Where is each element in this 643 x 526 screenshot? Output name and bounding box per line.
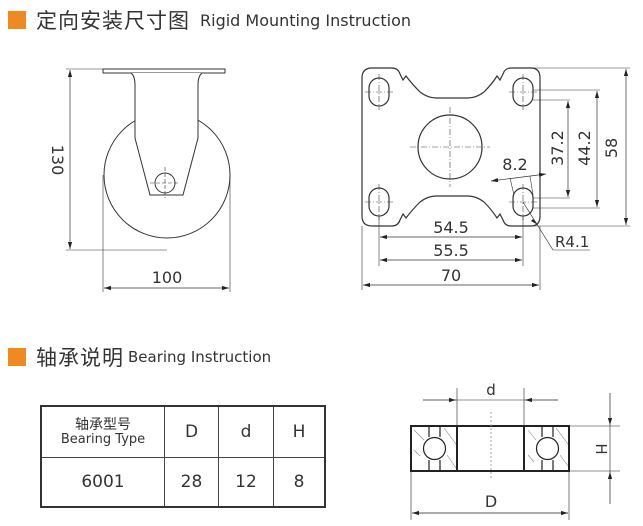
heading-en: Rigid Mounting Instruction bbox=[200, 10, 412, 30]
table-row: 6001 28 12 8 bbox=[40, 457, 326, 508]
bearing-cross-section bbox=[410, 388, 620, 520]
cell-H: 8 bbox=[273, 457, 326, 508]
caster-side-view bbox=[66, 68, 231, 292]
cell-D: 28 bbox=[164, 457, 219, 508]
orange-square-icon bbox=[8, 348, 26, 366]
dim-label-55-5: 55.5 bbox=[433, 241, 469, 260]
bearing-label-d: d bbox=[486, 381, 496, 399]
orange-square-icon bbox=[8, 11, 26, 29]
heading-cn: 定向安装尺寸图 bbox=[36, 9, 190, 33]
dim-label-37-2: 37.2 bbox=[548, 130, 567, 166]
dim-label-70: 70 bbox=[441, 266, 461, 285]
heading-en: Bearing Instruction bbox=[128, 348, 272, 366]
heading-cn: 轴承说明 bbox=[36, 346, 124, 370]
section-heading-mounting: 定向安装尺寸图 Rigid Mounting Instruction bbox=[8, 5, 411, 35]
dim-label-130: 130 bbox=[48, 145, 67, 176]
dim-label-100: 100 bbox=[152, 268, 183, 287]
fork-bracket bbox=[130, 72, 203, 196]
header-H: H bbox=[273, 405, 326, 458]
dim-label-8-2: 8.2 bbox=[502, 155, 527, 174]
center-hole bbox=[417, 114, 483, 180]
header-bearing-type: 轴承型号 Bearing Type bbox=[40, 405, 165, 458]
dim-label-58: 58 bbox=[602, 138, 621, 158]
dim-line-8-2 bbox=[490, 172, 547, 183]
bearing-label-D: D bbox=[485, 492, 497, 511]
mounting-plate bbox=[102, 68, 226, 74]
cell-d: 12 bbox=[218, 457, 274, 508]
ball-left bbox=[422, 436, 447, 461]
dim-label-54-5: 54.5 bbox=[433, 218, 469, 237]
section-heading-bearing: 轴承说明 Bearing Instruction bbox=[8, 342, 271, 372]
bearing-table: 轴承型号 Bearing Type D d H 6001 28 12 8 bbox=[40, 405, 326, 508]
dim-label-r4-1: R4.1 bbox=[555, 233, 589, 251]
ball-right bbox=[535, 436, 560, 461]
bearing-label-H: H bbox=[592, 443, 610, 454]
header-d: d bbox=[218, 405, 274, 458]
table-header-row: 轴承型号 Bearing Type D d H bbox=[40, 405, 326, 458]
header-D: D bbox=[164, 405, 219, 458]
dim-label-44-2: 44.2 bbox=[575, 130, 594, 166]
cell-type: 6001 bbox=[40, 457, 165, 508]
